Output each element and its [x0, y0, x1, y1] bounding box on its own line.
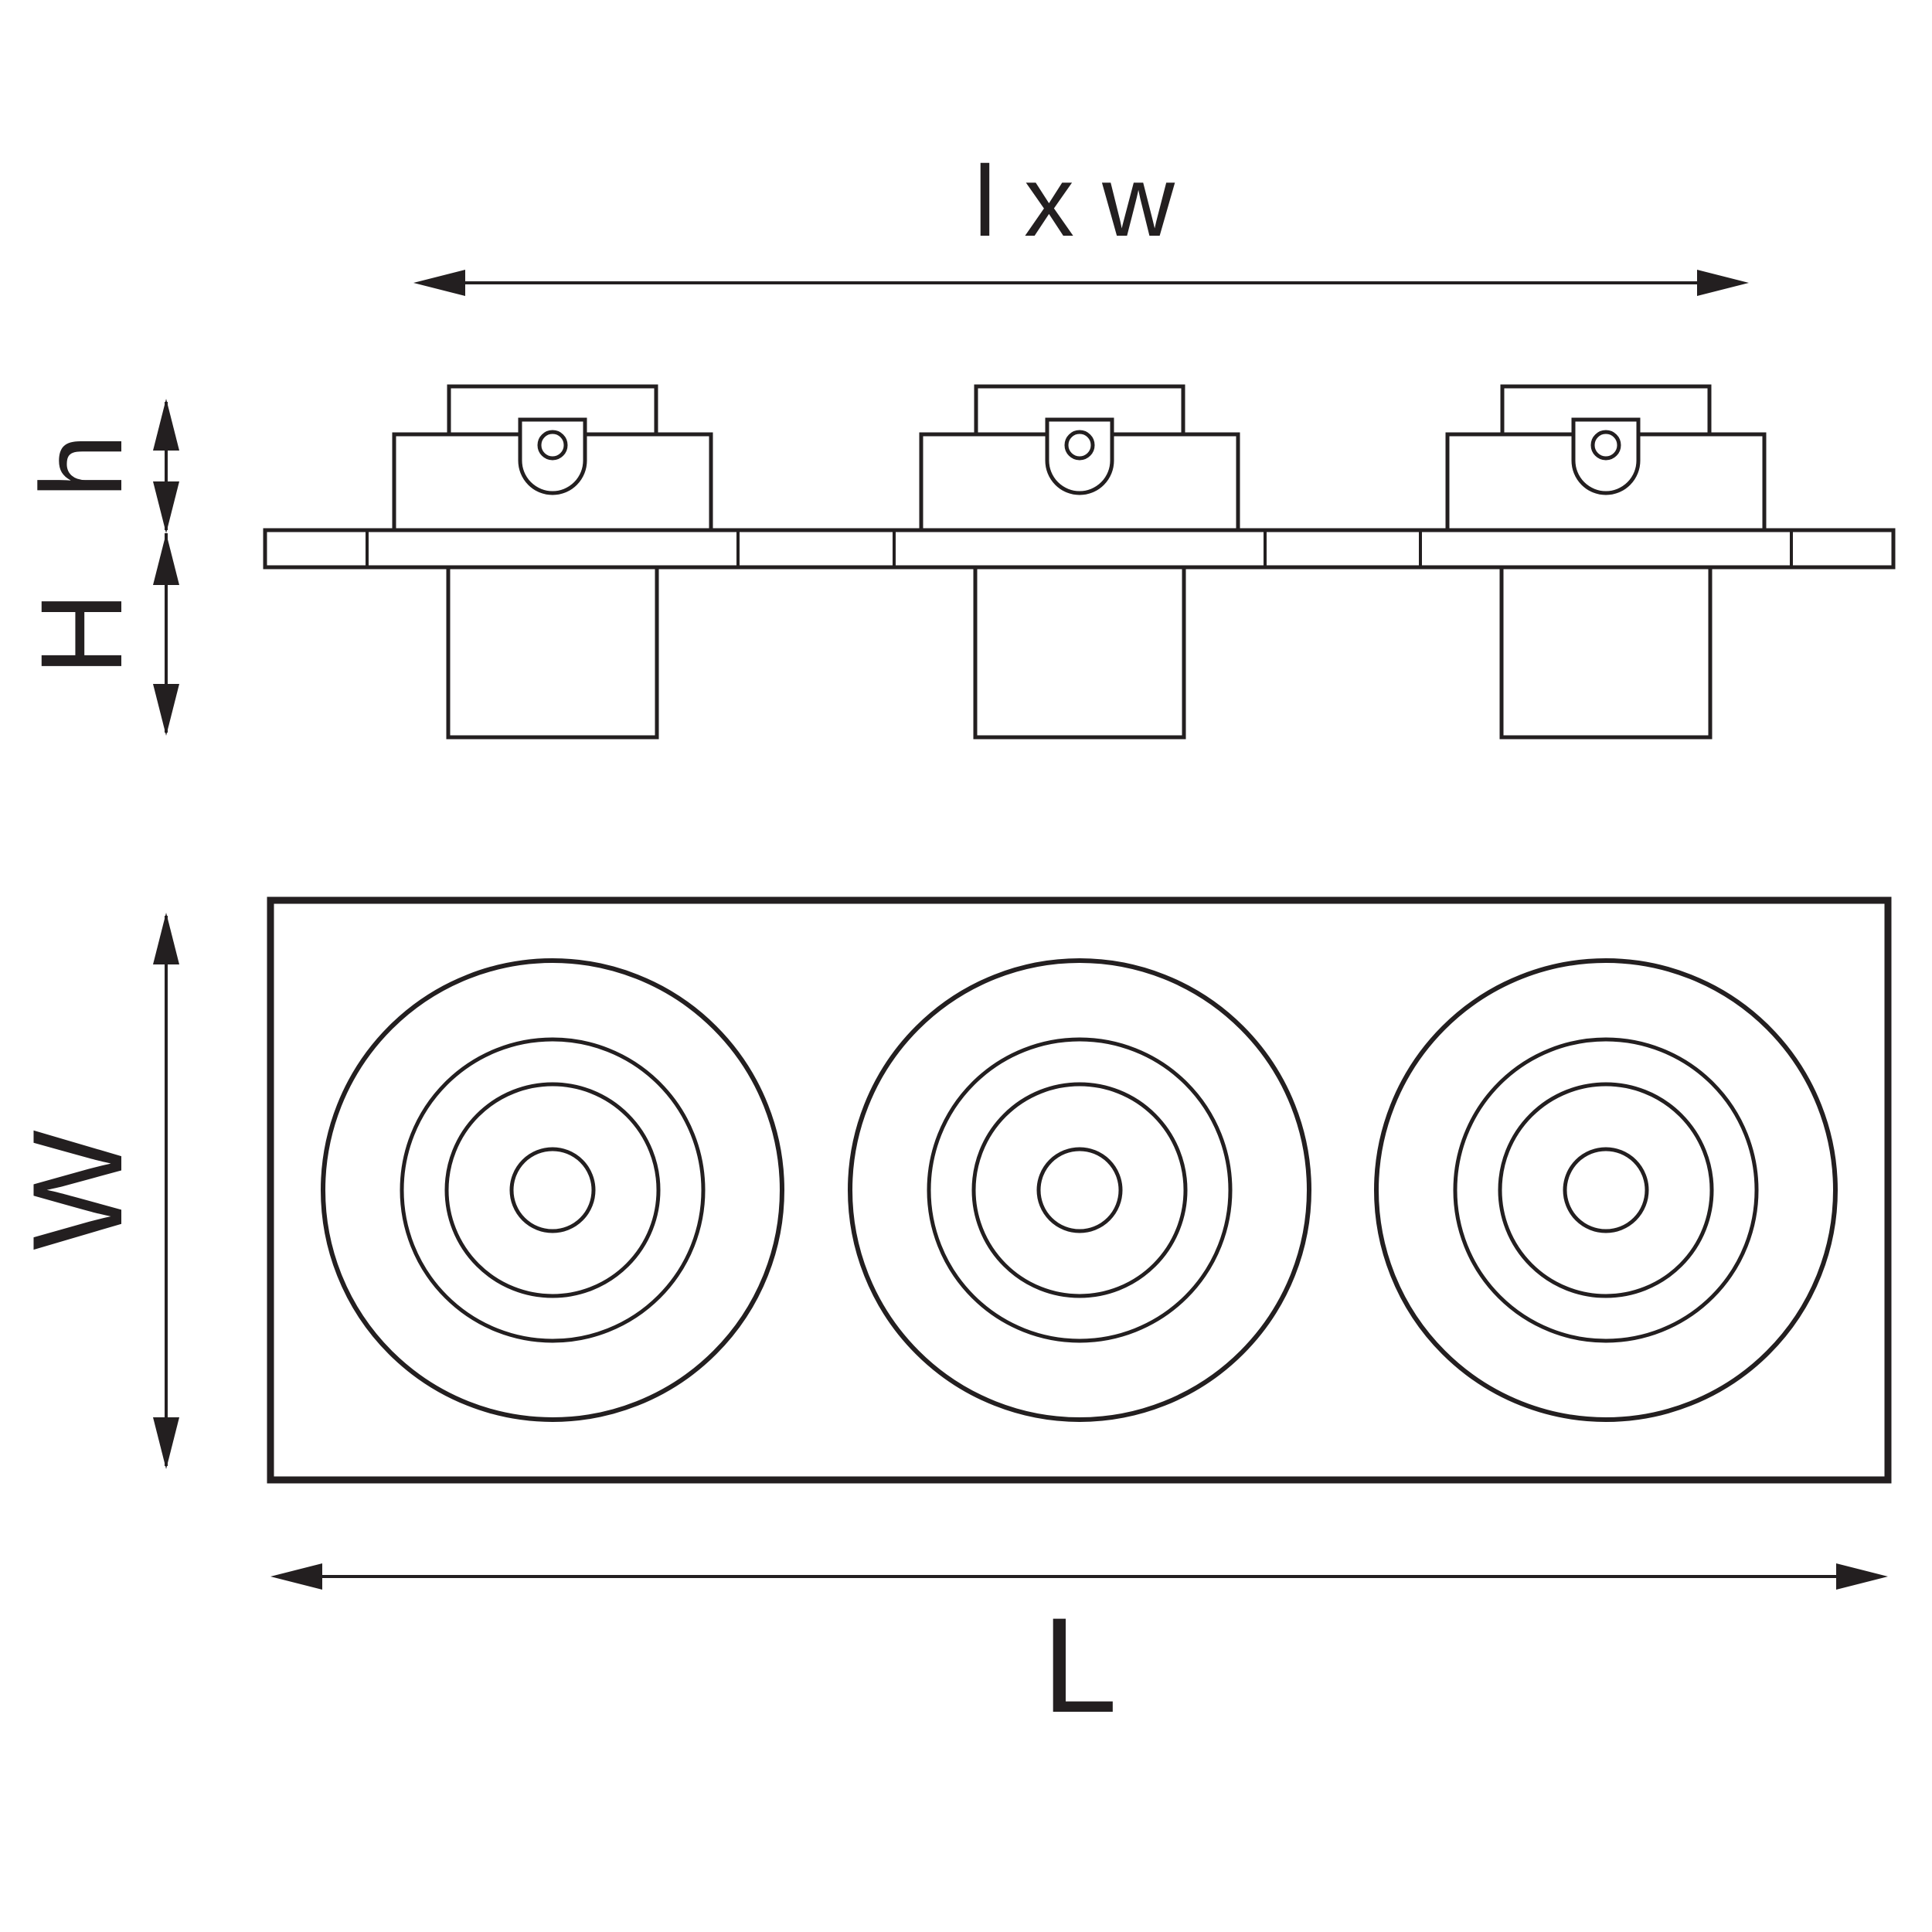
h-dimension: h [16, 399, 179, 533]
spotlight-rings-2 [848, 958, 1311, 1422]
plan-view [267, 896, 1892, 1484]
cap-h-dimension-label: H [16, 592, 146, 675]
h-arrowhead-up [153, 399, 179, 451]
l-dimension: L [270, 1563, 1888, 1741]
recessed-housing-1 [446, 565, 659, 740]
unit-clip-hole [1590, 430, 1621, 461]
recessed-housing-2 [973, 565, 1186, 740]
lamp-center [1036, 1147, 1123, 1233]
lxw-dimension-label: l x w [974, 145, 1175, 257]
w-dimension-label: W [6, 1130, 148, 1250]
recessed-housing-3 [1499, 565, 1713, 740]
l-arrowhead-right [1836, 1563, 1888, 1590]
h-arrowhead-down [153, 481, 179, 533]
mounting-plate-joints [366, 530, 1793, 567]
unit-clip-hole [537, 430, 568, 461]
h-dimension-label: h [16, 434, 146, 498]
spotlight-unit-3 [1445, 384, 1767, 532]
lxw-arrowhead-left [413, 270, 465, 296]
lamp-center [509, 1147, 596, 1233]
w-arrowhead-down [153, 1417, 179, 1469]
l-dimension-label: L [1042, 1590, 1117, 1741]
w-arrowhead-up [153, 913, 179, 964]
l-arrowhead-left [270, 1563, 322, 1590]
cap-h-dimension: H [16, 533, 179, 736]
spotlight-unit-2 [919, 384, 1240, 532]
spotlight-unit-1 [392, 384, 713, 532]
unit-clip-hole [1064, 430, 1095, 461]
spotlight-rings-3 [1374, 958, 1838, 1422]
lxw-arrowhead-right [1697, 270, 1749, 296]
w-dimension: W [6, 913, 179, 1469]
lxw-dimension: l x w [413, 145, 1749, 296]
side-view [263, 384, 1896, 740]
cap-h-arrowhead-down [153, 684, 179, 736]
lamp-center [1563, 1147, 1649, 1233]
mounting-plate [263, 528, 1896, 570]
cap-h-arrowhead-up [153, 533, 179, 585]
spotlight-rings-1 [321, 958, 784, 1422]
